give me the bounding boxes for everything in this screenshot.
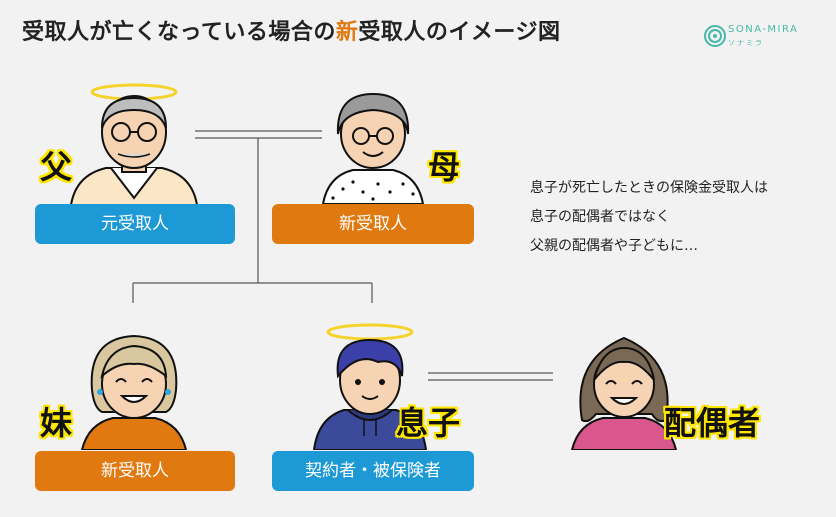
mother-avatar xyxy=(318,84,428,204)
son-role-box: 契約者・被保険者 xyxy=(272,451,474,491)
son-label: 息子 xyxy=(396,398,460,444)
note-line-2: 息子の配偶者ではなく xyxy=(530,206,670,226)
father-label: 父 xyxy=(40,142,72,188)
note-line-1: 息子が死亡したときの保険金受取人は xyxy=(530,177,768,197)
father-avatar xyxy=(66,80,206,205)
sister-avatar xyxy=(78,328,190,450)
mother-role-box: 新受取人 xyxy=(272,204,474,244)
father-role-box: 元受取人 xyxy=(35,204,235,244)
spouse-label: 配偶者 xyxy=(664,398,760,444)
note-line-3: 父親の配偶者や子どもに… xyxy=(530,235,698,255)
mother-label: 母 xyxy=(428,142,460,188)
sister-role-box: 新受取人 xyxy=(35,451,235,491)
sister-label: 妹 xyxy=(40,398,72,444)
